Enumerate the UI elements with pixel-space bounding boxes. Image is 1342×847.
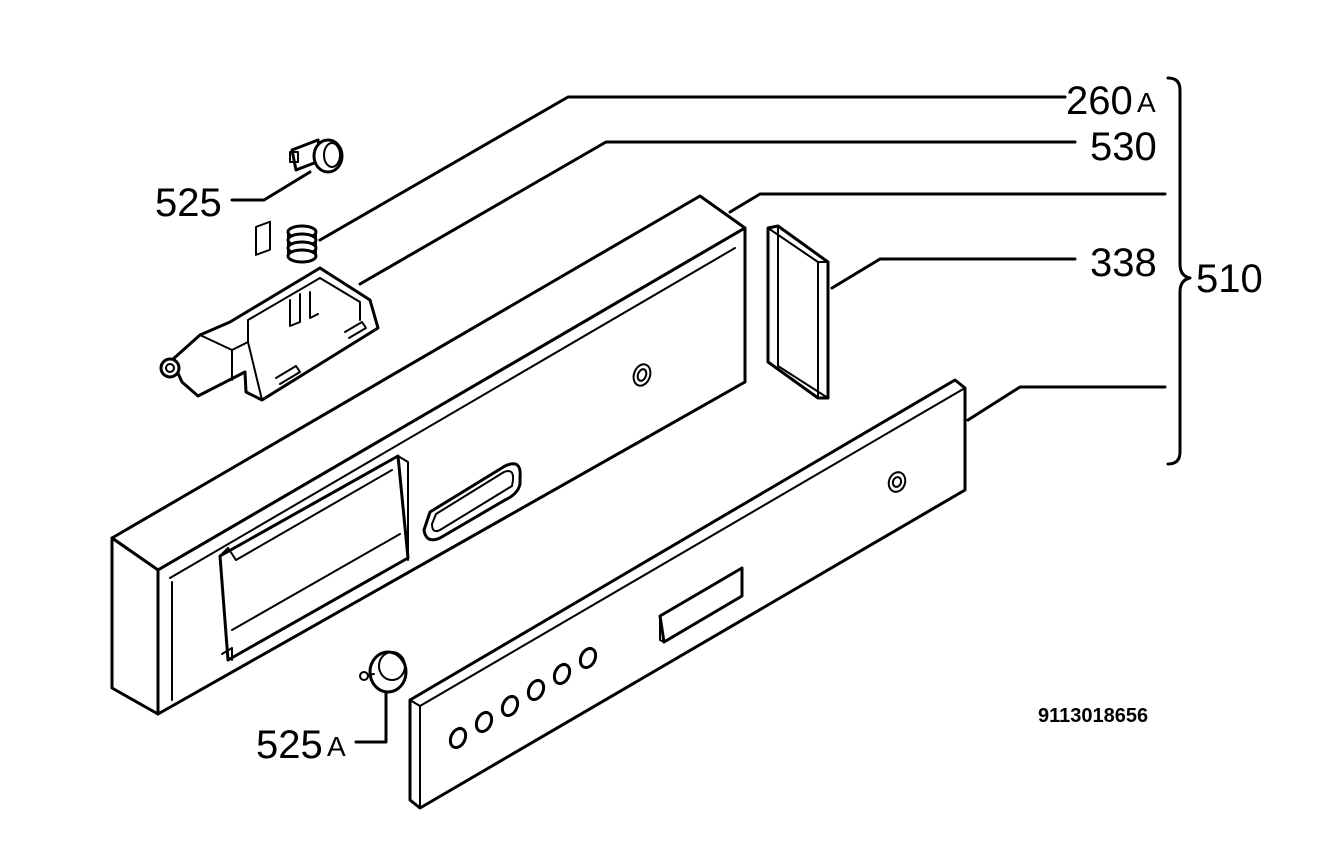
spring (286, 224, 318, 264)
part-label-525: 525 (155, 181, 222, 225)
svg-text:A: A (327, 731, 346, 762)
svg-text:A: A (1137, 87, 1156, 118)
insulation-pad (766, 224, 830, 400)
part-label-510: 510 (1196, 257, 1263, 301)
part-label-530: 530 (1090, 125, 1157, 169)
display-window-opening (218, 454, 410, 662)
leader-lines (230, 76, 1192, 744)
part-label-338: 338 (1090, 241, 1157, 285)
button-holes (448, 646, 598, 750)
oblong-slot (422, 462, 522, 542)
part-label-260a: 260 A (1066, 79, 1156, 123)
switch-bracket (159, 220, 380, 402)
knob (359, 650, 408, 694)
front-fascia-panel (408, 378, 967, 810)
drawing-code: 9113018656 (1038, 705, 1148, 727)
svg-text:525: 525 (256, 723, 323, 767)
control-panel-housing (110, 194, 747, 716)
svg-text:260: 260 (1066, 79, 1133, 123)
part-label-525a: 525 A (256, 723, 346, 767)
housing-screw-hole (632, 363, 652, 387)
indicator-lamp (289, 138, 344, 174)
